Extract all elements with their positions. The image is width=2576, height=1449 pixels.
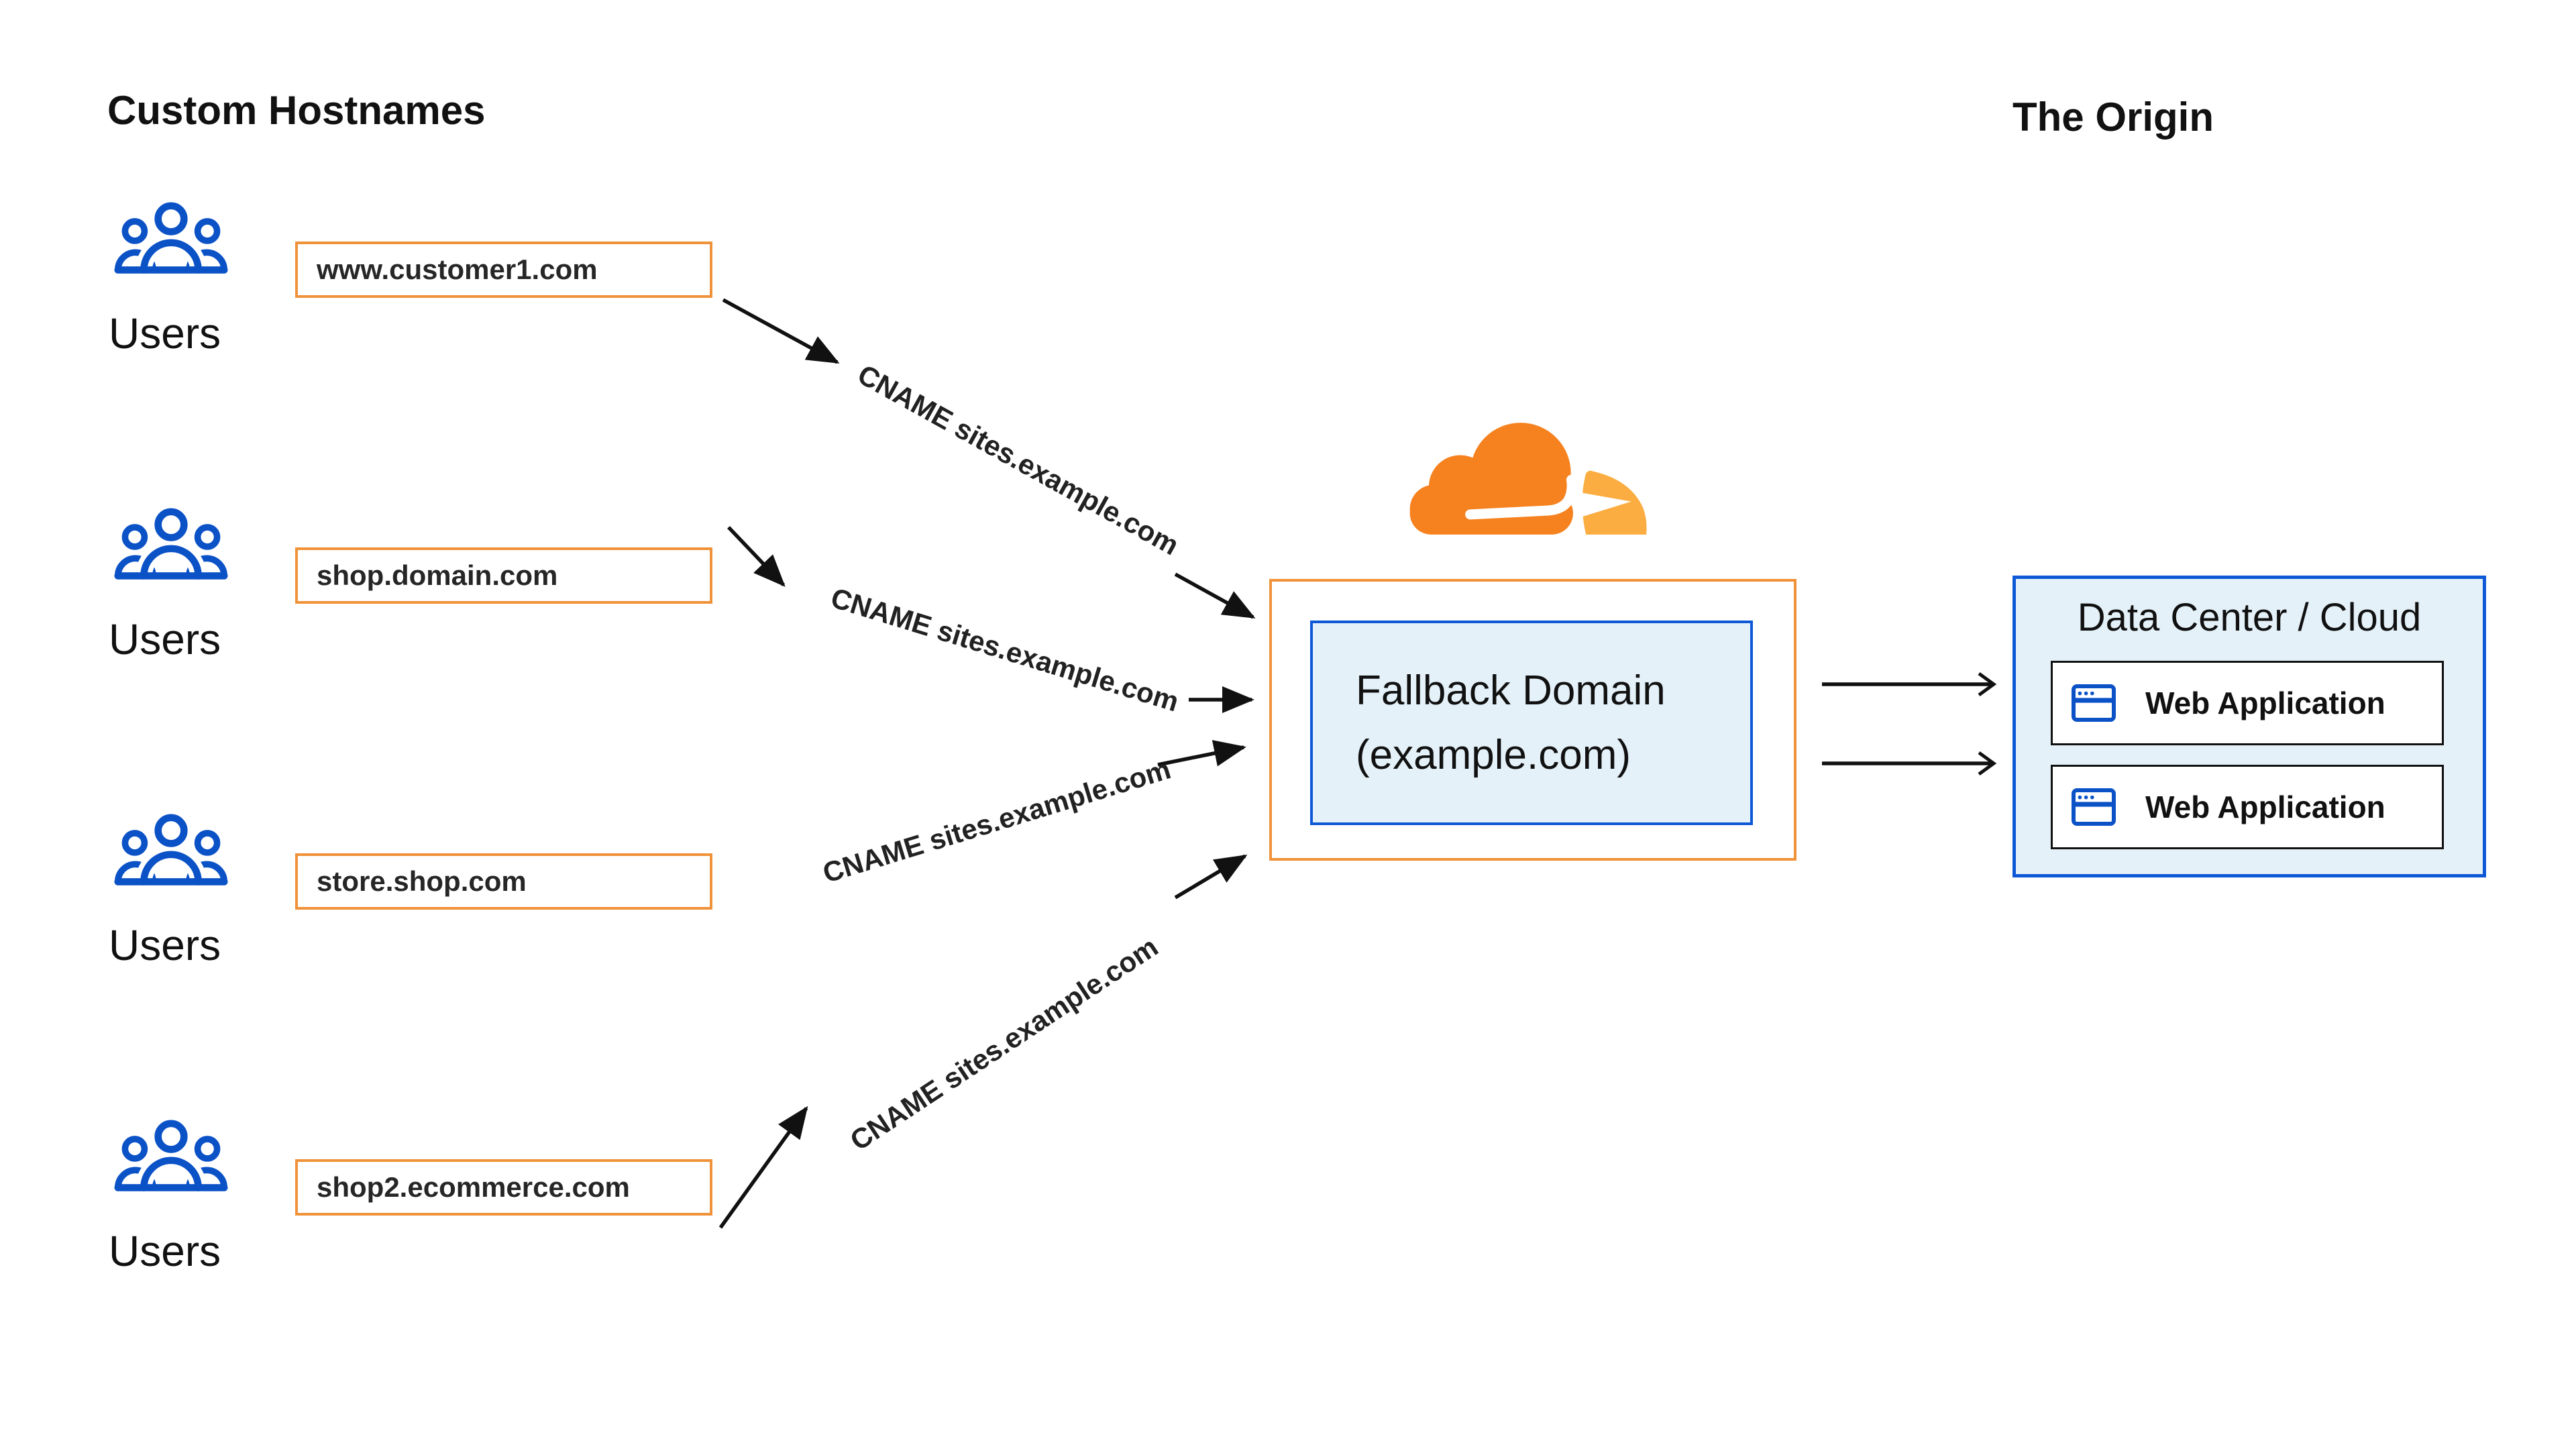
arrow-row2-a (727, 526, 786, 587)
cname-label-3: CNAME sites.example.com (818, 753, 1175, 889)
hostname-text: shop2.ecommerce.com (317, 1171, 630, 1203)
hostname-box-4: shop2.ecommerce.com (295, 1159, 712, 1216)
fallback-domain-box: Fallback Domain (example.com) (1310, 621, 1753, 825)
hostname-box-1: www.customer1.com (295, 241, 712, 298)
data-center-title: Data Center / Cloud (2077, 596, 2422, 639)
browser-window-icon (2072, 788, 2116, 826)
data-center-box: Data Center / Cloud Web Application Web … (2012, 576, 2486, 877)
hostname-text: store.shop.com (317, 865, 527, 897)
cname-label-1: CNAME sites.example.com (852, 358, 1185, 561)
arrow-row4-a (718, 1106, 808, 1229)
web-application-label: Web Application (2145, 686, 2385, 720)
arrow-row1-a (722, 298, 840, 364)
cloudflare-logo-icon (1409, 423, 1647, 535)
arrow-row3-b (1157, 740, 1246, 767)
hostname-text: shop.domain.com (317, 559, 558, 591)
fallback-domain-value: (example.com) (1356, 731, 1631, 778)
users-label: Users (109, 921, 221, 969)
arrow-row4-b (1174, 854, 1248, 900)
the-origin-heading: The Origin (2012, 95, 2214, 140)
users-icon (114, 201, 228, 278)
fallback-domain-title: Fallback Domain (1356, 667, 1666, 714)
web-application-row-2: Web Application (2051, 765, 2444, 849)
hostname-text: www.customer1.com (317, 254, 598, 285)
cname-label-4: CNAME sites.example.com (844, 930, 1164, 1157)
users-icon (114, 507, 228, 584)
browser-window-icon (2072, 684, 2116, 722)
users-icon (114, 813, 228, 890)
hostname-box-2: shop.domain.com (295, 547, 712, 604)
users-label: Users (109, 615, 221, 663)
users-label: Users (109, 1227, 221, 1275)
arrow-row1-b (1174, 572, 1256, 619)
custom-hostnames-heading: Custom Hostnames (107, 88, 486, 133)
web-application-label: Web Application (2145, 790, 2385, 824)
fallback-domain-outer-box: Fallback Domain (example.com) (1269, 579, 1796, 861)
users-label: Users (109, 309, 221, 358)
users-icon (114, 1119, 228, 1196)
web-application-row-1: Web Application (2051, 661, 2444, 745)
cname-label-2: CNAME sites.example.com (827, 582, 1183, 718)
hostname-box-3: store.shop.com (295, 853, 712, 910)
